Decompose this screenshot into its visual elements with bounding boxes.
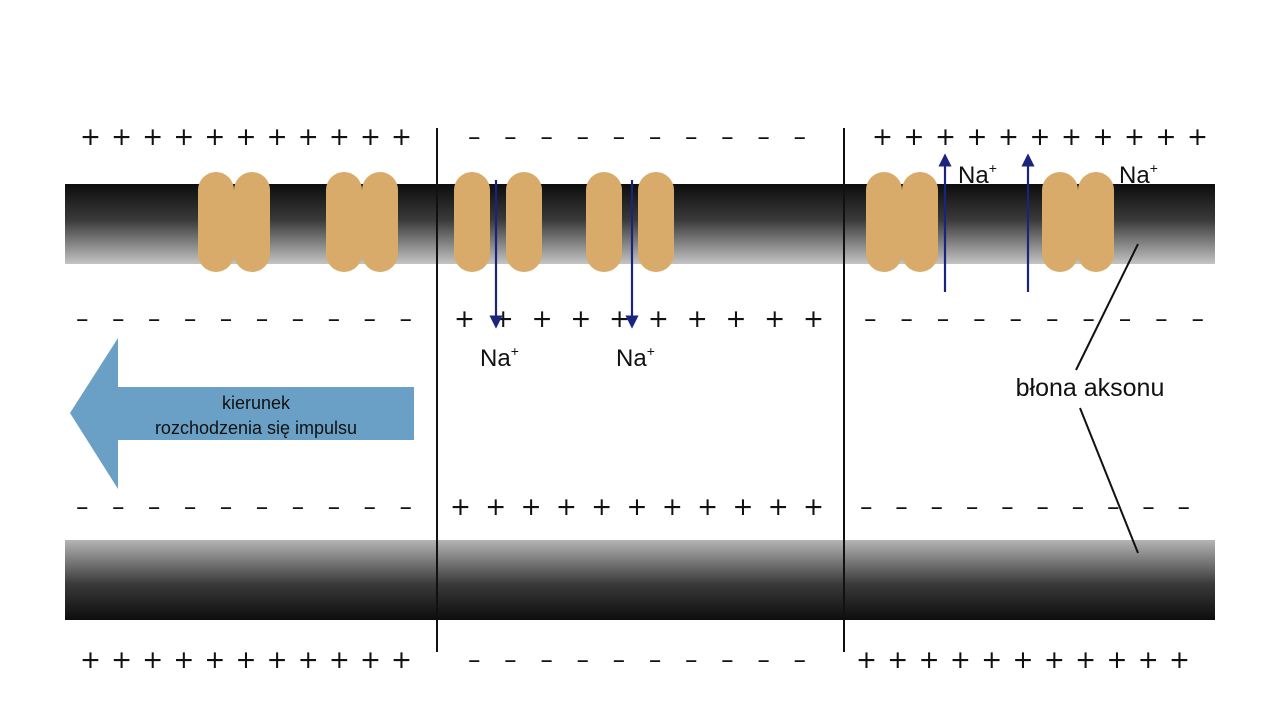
sodium-label: Na+: [1119, 160, 1158, 189]
ion-channel: [638, 172, 674, 272]
ion-channel: [198, 172, 234, 272]
charge-row-lower-inner-right: – – – – – – – – – –: [860, 492, 1190, 521]
sodium-label: Na+: [480, 343, 519, 372]
ion-channel: [234, 172, 270, 272]
sodium-label: Na+: [616, 343, 655, 372]
charge-row-top-left: + + + + + + + + + + +: [80, 122, 412, 151]
ion-channel: [586, 172, 622, 272]
ion-channels: [198, 172, 1114, 272]
charge-row-upper-inner-right: – – – – – – – – – –: [864, 304, 1204, 333]
ion-channel: [1078, 172, 1114, 272]
membrane-pointer-line: [1075, 243, 1139, 371]
charge-row-top-right: + + + + + + + + + + +: [872, 122, 1208, 151]
charge-row-upper-inner-middle: + + + + + + + + + +: [454, 304, 824, 333]
charge-row-top-middle: – – – – – – – – – –: [468, 122, 806, 151]
lower-membrane: [65, 540, 1215, 620]
ion-channel: [866, 172, 902, 272]
ion-channel: [362, 172, 398, 272]
impulse-direction-arrow: [70, 338, 414, 489]
charge-row-bottom-left: + + + + + + + + + + +: [80, 645, 412, 674]
charge-row-bottom-middle: – – – – – – – – – –: [468, 645, 806, 674]
charge-row-lower-inner-left: – – – – – – – – – –: [76, 492, 412, 521]
charge-row-bottom-right: + + + + + + + + + + +: [856, 645, 1190, 674]
sodium-label: Na+: [958, 160, 997, 189]
charge-row-lower-inner-middle: + + + + + + + + + + +: [450, 492, 824, 521]
ion-channel: [326, 172, 362, 272]
ion-channel: [454, 172, 490, 272]
ion-channel: [902, 172, 938, 272]
membrane-pointer-line: [1079, 407, 1139, 554]
direction-label-line1: kierunek: [222, 393, 291, 413]
ion-channel: [506, 172, 542, 272]
sodium-arrows: [489, 153, 1035, 329]
membrane-label: błona aksonu: [1016, 374, 1165, 402]
charge-row-upper-inner-left: – – – – – – – – – –: [76, 304, 412, 333]
ion-channel: [1042, 172, 1078, 272]
direction-label-line2: rozchodzenia się impulsu: [155, 418, 357, 438]
